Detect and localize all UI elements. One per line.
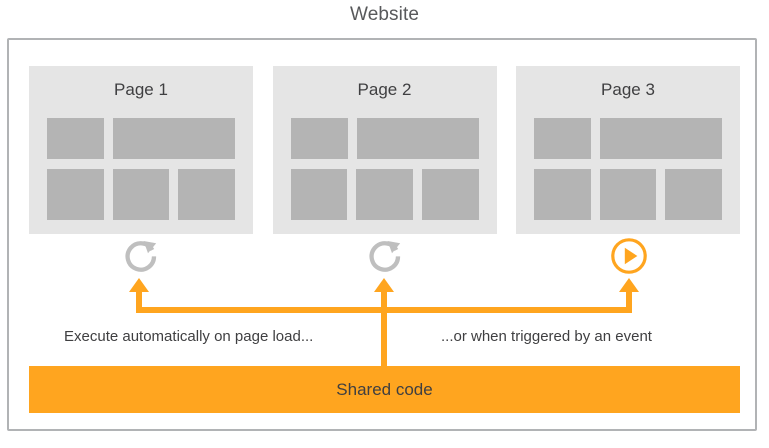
shared-code-bar[interactable]: Shared code (29, 366, 740, 413)
page-card-3-title: Page 3 (601, 80, 655, 99)
page-card-2-content (290, 118, 479, 220)
content-block (47, 118, 104, 159)
content-block (356, 169, 413, 220)
content-row-bottom (290, 169, 479, 220)
caption-page-load: Execute automatically on page load... (64, 328, 314, 345)
page-cards-row: Page 1 Page 2 (29, 66, 740, 234)
content-block (356, 118, 479, 159)
refresh-icon-page-1[interactable] (121, 236, 161, 276)
content-block (600, 118, 722, 159)
content-block (112, 169, 170, 220)
content-block (290, 169, 348, 220)
page-card-1[interactable]: Page 1 (29, 66, 253, 234)
content-block (534, 169, 591, 220)
content-block (534, 118, 591, 159)
page-card-1-content (47, 118, 236, 220)
content-block (421, 169, 479, 220)
content-row-bottom (534, 169, 723, 220)
refresh-icon-page-2[interactable] (365, 236, 405, 276)
page-card-3[interactable]: Page 3 (516, 66, 740, 234)
page-card-2-title: Page 2 (357, 80, 412, 99)
content-block (113, 118, 235, 159)
content-block (47, 169, 104, 220)
page-card-3-content (534, 118, 723, 220)
content-row-top (290, 118, 479, 159)
caption-event-trigger: ...or when triggered by an event (441, 328, 652, 345)
page-title: Website (350, 4, 419, 25)
page-card-1-title: Page 1 (114, 80, 168, 99)
shared-code-label: Shared code (336, 379, 433, 399)
content-block (178, 169, 236, 220)
content-row-bottom (47, 169, 236, 220)
content-block (290, 118, 348, 159)
content-row-top (534, 118, 722, 159)
content-block (665, 169, 723, 220)
content-block (599, 169, 657, 220)
page-card-2[interactable]: Page 2 (272, 66, 497, 234)
play-circle-icon-page-3[interactable] (609, 236, 649, 276)
content-row-top (47, 118, 235, 159)
